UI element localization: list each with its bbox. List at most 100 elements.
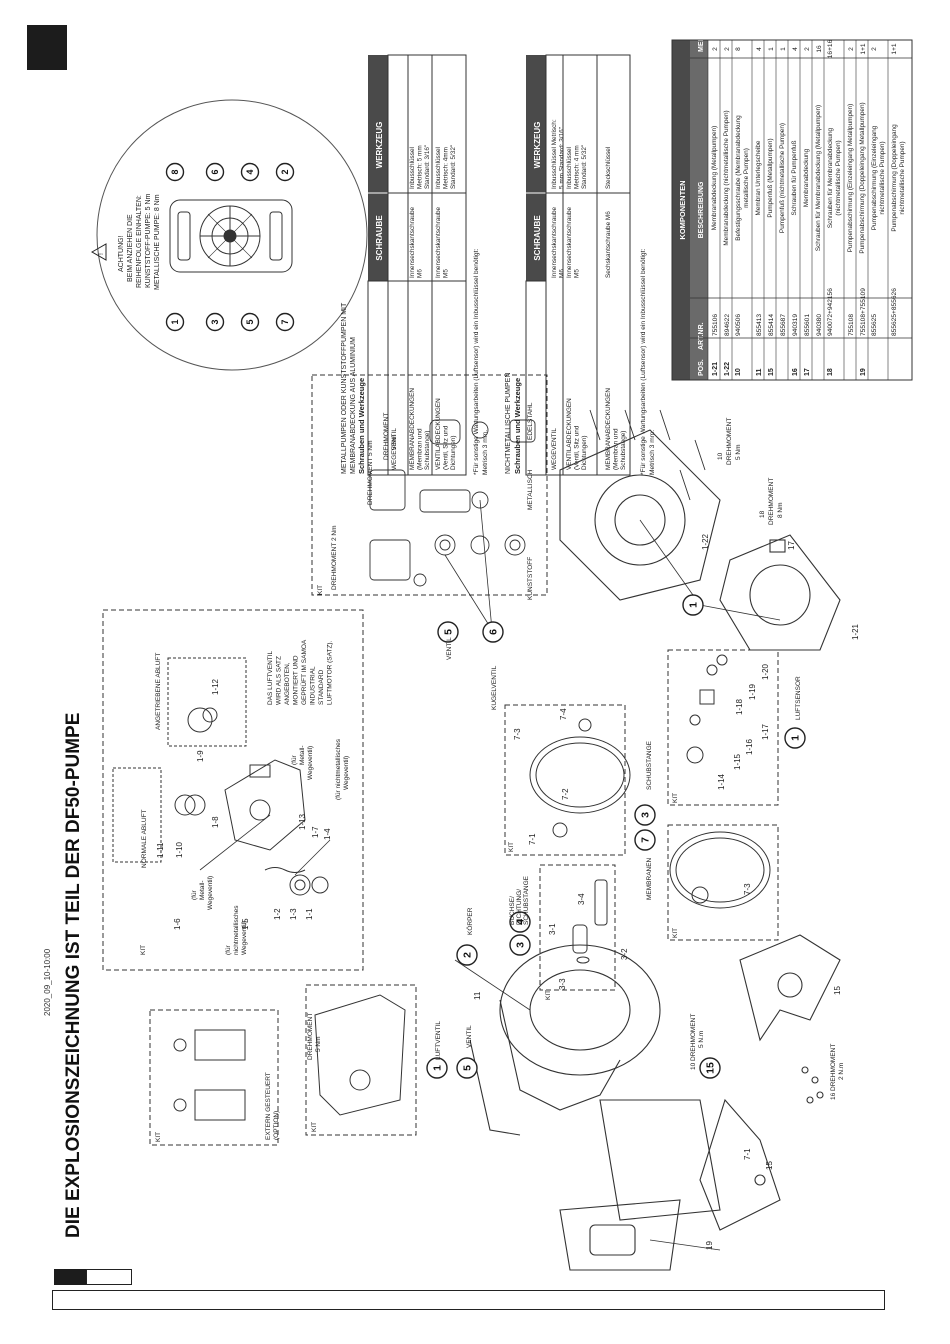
sequence-bubble-2: 2 — [275, 162, 295, 182]
components-row-9-artnr: 940072+942156 — [827, 288, 834, 336]
part-number-1-7: 1-7 — [311, 826, 320, 838]
components-row-9-qty: 16+16 — [827, 39, 834, 58]
torque-note-line-2: REIHENFOLGE EINHALTEN: — [136, 195, 143, 288]
components-row-2-artnr: 940506 — [735, 314, 742, 336]
part-number-1-2: 1-2 — [273, 908, 282, 920]
components-row-10-desc-0: Pumpenabschirmung (Einzeleingang Metallp… — [847, 104, 854, 253]
components-row-8-qty: 16 — [816, 45, 823, 53]
components-col-menge: MENGE — [698, 26, 705, 52]
footer-black-block — [54, 1269, 86, 1285]
metal-row-2-tool-0: Inbusschlüssel — [435, 147, 442, 189]
metal-row-1-label-1: (Membran und — [417, 428, 424, 470]
torque-note-title: ACHTUNG! — [118, 235, 125, 272]
components-row-7-qty: 2 — [804, 47, 811, 51]
label-kit-motor: KIT — [311, 1122, 318, 1132]
components-row-3-qty: 4 — [756, 47, 763, 51]
part-number-7-3: 7-3 — [513, 728, 522, 740]
part-number-19: 19 — [705, 1241, 714, 1250]
label-fuer-nichtmetall-1: (für — [225, 944, 232, 955]
metal-row-1-label-2: Schubstange) — [424, 431, 431, 470]
svg-text:8: 8 — [170, 169, 180, 174]
metal-footnote-2: Metrisch 3 mm. — [482, 430, 489, 475]
svg-text:4: 4 — [515, 919, 527, 925]
part-number-1-17: 1-17 — [761, 723, 770, 740]
svg-text:2: 2 — [462, 952, 474, 958]
part-number-1-3: 1-3 — [289, 908, 298, 920]
svg-text:1: 1 — [170, 319, 180, 324]
components-row-8-desc-0: Schrauben für Membranabdeckung (Metallpu… — [815, 105, 822, 251]
components-row-5-desc-0: Pumpenfuß (nichtmetallische Pumpen) — [779, 123, 786, 233]
svg-text:!: ! — [98, 253, 105, 255]
components-col-pos: POS. — [698, 359, 705, 376]
nonmetal-row-1-label-0: VENTILABDECKUNGEN — [566, 398, 573, 470]
components-col-beschreibung: BESCHREIBUNG — [698, 181, 705, 238]
svg-text:3: 3 — [515, 942, 527, 948]
svg-text:1: 1 — [432, 1065, 444, 1071]
label-kit-diaphragm: KIT — [508, 842, 515, 852]
components-row-1-pos: 1-22 — [724, 362, 731, 376]
nonmetal-row-2-label-1: (Membran und — [613, 428, 620, 470]
document-date: 2020_09_10-10:00 — [43, 948, 52, 1016]
label-drehmoment-10b-1: 10 — [717, 452, 724, 460]
components-row-11-desc-0: Pumpenabschirmung (Doppeleingang Metallp… — [859, 102, 866, 253]
label-fuer-metall-2: Metall- — [199, 880, 206, 900]
sequence-bubble-6: 6 — [205, 162, 225, 182]
sequence-bubble-8: 8 — [165, 162, 185, 182]
components-row-10-artnr: 755108 — [848, 314, 855, 336]
label-drehmoment-body-2: 5 Nm — [315, 1036, 322, 1052]
metal-row-1-tool-1: Metrisch: 5 mm — [417, 145, 424, 189]
metal-intro-2: MEMBRANABDECKUNG AUS ALUMINIUM — [350, 337, 357, 474]
label-drehmoment-5: DREHMOMENT 5 Nm — [367, 440, 374, 505]
metal-row-1-tool-0: Inbusschlüssel — [409, 147, 416, 189]
components-row-0-desc-0: Membranabdeckung (Metallpumpen) — [711, 126, 718, 230]
luftventil-note-line-6: STANDARD — [318, 669, 325, 705]
svg-text:5: 5 — [245, 319, 255, 324]
label-luftventil: LUFTVENTIL — [435, 1021, 442, 1060]
part-number-1-5: 1-5 — [241, 918, 250, 930]
label-drehmoment-body-1: DREHMOMENT — [307, 1013, 314, 1060]
nonmetal-col-schraube: SCHRAUBE — [533, 215, 542, 261]
part-number-3-2: 3-2 — [620, 948, 629, 960]
components-row-12-qty: 2 — [871, 47, 878, 51]
svg-text:15: 15 — [705, 1062, 717, 1074]
label-drehmoment-16-1: 16 DREHMOMENT — [830, 1044, 837, 1100]
nonmetal-row-0-screw-1: M6 — [559, 269, 566, 278]
metal-row-2-tool-2: Standard: 5/32" — [450, 145, 457, 189]
svg-text:1: 1 — [688, 602, 700, 608]
label-kit-air: KIT — [140, 945, 147, 955]
label-extern-2: (OPTION) — [273, 1111, 280, 1140]
label-fuer-metall-b-1: (für — [291, 754, 298, 765]
label-drehmoment-10b-2: DREHMOMENT — [726, 418, 733, 465]
exploded-diagram — [102, 374, 841, 1271]
components-row-11-pos: 19 — [860, 368, 867, 376]
label-ventil: VENTIL — [446, 637, 453, 660]
metal-footnote-1: *Für sonstige Wartungsarbeiten (Luftsens… — [473, 249, 480, 475]
page-title: DIE EXPLOSIONSZEICHNUNG IST TEIL DER DF5… — [63, 713, 84, 1238]
metal-row-2-screw-0: Innensechskantschraube — [435, 206, 442, 278]
components-row-6-pos: 16 — [792, 368, 799, 376]
part-number-1-11: 1-11 — [156, 842, 165, 858]
components-row-13-desc-1: nichtmetallische Pumpen) — [899, 141, 906, 214]
components-row-4-pos: 15 — [768, 368, 775, 376]
components-row-5-artnr: 855687 — [780, 314, 787, 336]
callout-3: 3 — [509, 934, 531, 956]
components-row-13-desc-0: Pumpenabschirmung (Doppeleingang — [891, 124, 898, 232]
label-fuer-metall-3: Wegeventil) — [207, 876, 214, 910]
label-fuer-nichtmetall-b-2: Wegeventil) — [343, 756, 350, 790]
components-row-7-pos: 17 — [804, 368, 811, 376]
metal-row-1-label-0: MEMBRANABDECKUNGEN — [409, 388, 416, 470]
nonmetal-row-1-tool-2: Standard: 5/32" — [581, 145, 588, 189]
components-row-12-desc-1: nichtmetallische Pumpen) — [879, 141, 886, 214]
label-extern-1: EXTERN GESTEUERT — [265, 1072, 272, 1140]
svg-text:2: 2 — [280, 169, 290, 174]
label-drehmoment-18-3: 8 Nm — [777, 502, 784, 518]
metal-row-2-screw-1: M5 — [443, 269, 450, 278]
svg-text:6: 6 — [488, 629, 500, 635]
components-row-6-artnr: 940319 — [792, 314, 799, 336]
components-row-10-qty: 2 — [848, 47, 855, 51]
label-metallisch: METALLISCH — [527, 469, 534, 510]
metal-row-0-label-0: WEGEVENTIL — [391, 428, 398, 470]
components-row-6-desc-0: Schrauben für Pumpenfuß — [791, 140, 798, 215]
part-number-7-2: 7-2 — [561, 788, 570, 800]
label-drehmoment-5b-1: DREHMOMENT — [383, 413, 390, 460]
